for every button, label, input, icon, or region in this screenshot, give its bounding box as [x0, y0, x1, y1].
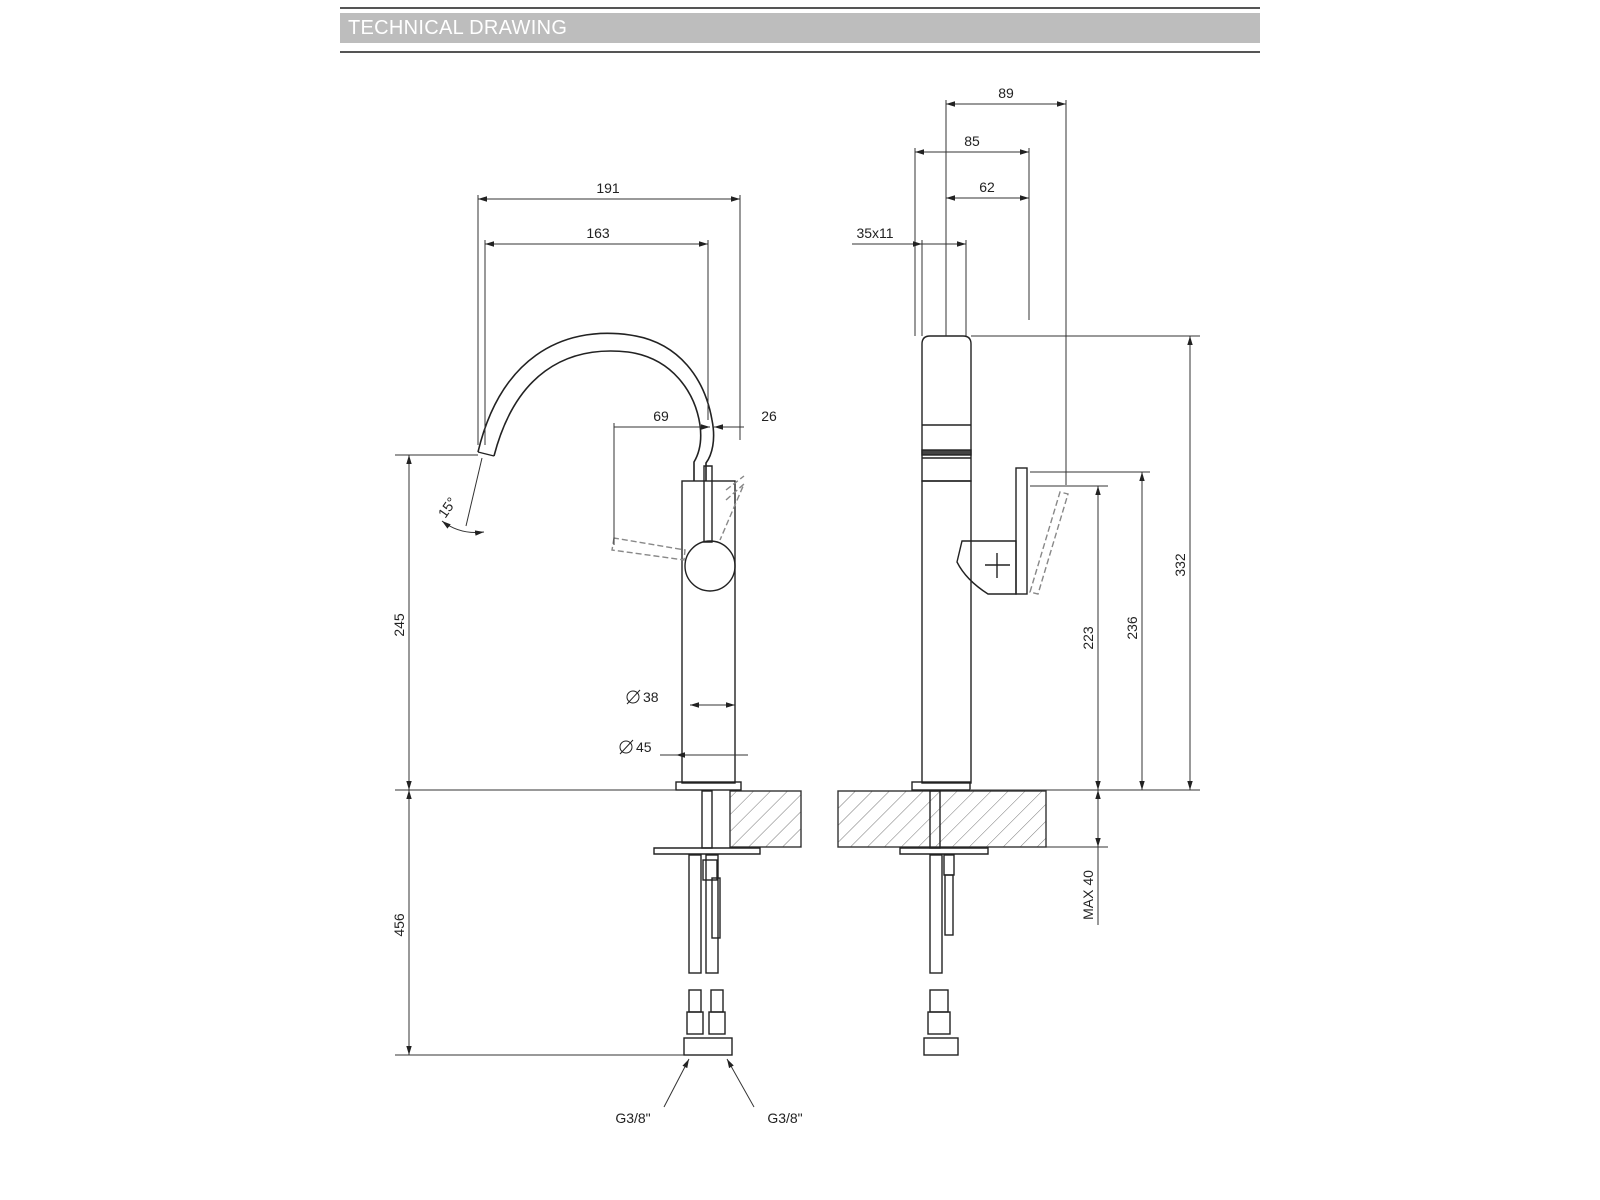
- spout-outer: [477, 332, 715, 481]
- dim-191: 191: [596, 180, 620, 196]
- header-band: TECHNICAL DRAWING: [340, 13, 1260, 43]
- dim-245: 245: [391, 613, 407, 637]
- dim-85: 85: [964, 133, 980, 149]
- connector-nut: [683, 1037, 733, 1056]
- dim-max40: MAX 40: [1080, 870, 1096, 920]
- pipe-right: [705, 854, 719, 974]
- lever-alt-position: [611, 537, 686, 561]
- stud-front: [701, 790, 713, 849]
- header-bottom-rule: [340, 51, 1260, 53]
- side-view: [837, 335, 1069, 1056]
- countertop-right: [837, 790, 1047, 848]
- mount-plate: [653, 847, 761, 855]
- dim-d45: 45: [636, 739, 652, 755]
- body-side: [921, 480, 972, 784]
- spout-side: [921, 335, 972, 482]
- body-front: [681, 480, 736, 784]
- aerator-band: [921, 449, 972, 456]
- dim-d38: 38: [643, 689, 659, 705]
- base-ring-front: [675, 781, 742, 791]
- dim-35x11: 35x11: [856, 225, 893, 241]
- connection-label-right: G3/8": [767, 1110, 802, 1126]
- countertop-left: [729, 790, 802, 848]
- spout-inner: [493, 350, 702, 481]
- spout-tip: [477, 451, 495, 457]
- page-title: TECHNICAL DRAWING: [348, 17, 568, 39]
- dim-456: 456: [391, 913, 407, 937]
- lever-alt-side: [1029, 491, 1069, 595]
- dim-236: 236: [1124, 616, 1140, 640]
- connection-label-left: G3/8": [615, 1110, 650, 1126]
- connector-nut-side: [923, 1037, 959, 1056]
- diameter-45: 45: [619, 739, 652, 755]
- dim-223: 223: [1080, 626, 1096, 650]
- handle-cartridge-side: [956, 540, 1017, 595]
- base-ring-side: [911, 781, 971, 791]
- dim-62: 62: [979, 179, 995, 195]
- dim-163: 163: [586, 225, 610, 241]
- header-top-rule: [340, 7, 1260, 9]
- handle-lever-side: [1015, 467, 1028, 595]
- pipe-left: [688, 854, 702, 974]
- dim-26: 26: [761, 408, 777, 424]
- front-view: [477, 332, 802, 1056]
- dim-89: 89: [998, 85, 1014, 101]
- dim-69: 69: [653, 408, 669, 424]
- pipe-side: [929, 854, 943, 974]
- handle-lever-front: [703, 465, 713, 543]
- diameter-38: 38: [626, 689, 659, 705]
- front-dimensions: [395, 195, 755, 1108]
- side-dimensions: [852, 100, 1200, 925]
- dim-332: 332: [1172, 553, 1188, 577]
- dim-angle: 15°: [435, 494, 460, 521]
- handle-knob-front: [684, 540, 736, 592]
